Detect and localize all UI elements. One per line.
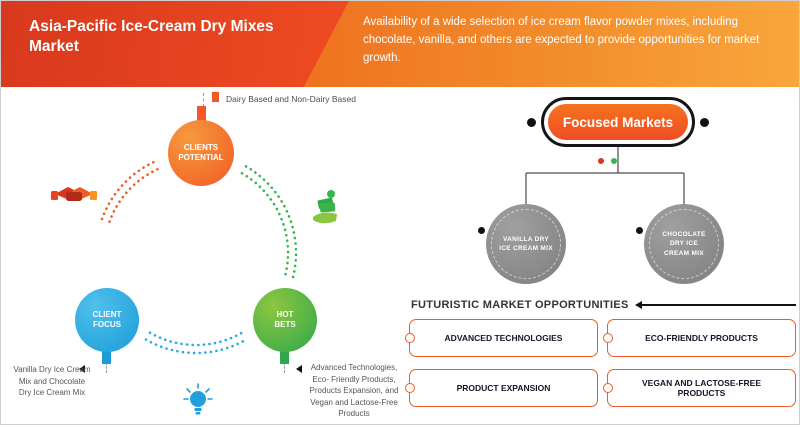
money-hand-icon <box>313 190 337 224</box>
card-label: ADVANCED TECHNOLOGIES <box>444 333 563 343</box>
ring-end-dot <box>527 118 536 127</box>
callout-client-focus: Vanilla Dry Ice Cream Mix and Chocolate … <box>13 365 91 398</box>
dashed-leader <box>203 93 204 107</box>
opportunities-grid: ADVANCED TECHNOLOGIES ECO-FRIENDLY PRODU… <box>409 319 796 407</box>
page-title: Asia-Pacific Ice-Cream Dry Mixes Market <box>29 18 274 56</box>
dashed-leader <box>106 362 107 373</box>
product-circle-chocolate: CHOCOLATE DRY ICE CREAM MIX <box>644 204 724 284</box>
product-label: CHOCOLATE DRY ICE CREAM MIX <box>662 231 706 257</box>
node-label: CLIENT FOCUS <box>92 310 122 329</box>
opportunities-header: FUTURISTIC MARKET OPPORTUNITIES <box>411 297 796 313</box>
callout-hot-bets: Advanced Technologies, Eco- Friendly Pro… <box>309 363 399 419</box>
node-client-focus: CLIENT FOCUS <box>75 288 139 352</box>
callout-clients-potential: Dairy Based and Non-Dairy Based <box>226 94 356 104</box>
opportunity-card-vegan-lactose-free: VEGAN AND LACTOSE-FREE PRODUCTS <box>607 369 796 407</box>
connector-dot <box>636 227 643 234</box>
lightbulb-icon <box>183 383 213 415</box>
focused-markets-ring: Focused Markets <box>541 97 695 147</box>
cycle-arcs <box>100 160 298 355</box>
ring-end-dot <box>700 118 709 127</box>
arrow-left-line-icon <box>634 301 796 309</box>
node-label: HOT BETS <box>274 310 296 329</box>
callout-marker <box>212 92 219 102</box>
opportunity-card-advanced-technologies: ADVANCED TECHNOLOGIES <box>409 319 598 357</box>
node-label: CLIENTS POTENTIAL <box>178 143 224 162</box>
card-label: PRODUCT EXPANSION <box>456 383 551 393</box>
header: Asia-Pacific Ice-Cream Dry Mixes Market … <box>1 1 799 87</box>
node-tab <box>197 106 206 122</box>
opportunities-heading: FUTURISTIC MARKET OPPORTUNITIES <box>411 299 629 311</box>
node-clients-potential: CLIENTS POTENTIAL <box>168 120 234 186</box>
node-tab <box>280 348 289 364</box>
arrow-left-icon <box>296 365 302 373</box>
product-label: VANILLA DRY ICE CREAM MIX <box>499 235 553 252</box>
node-hot-bets: HOT BETS <box>253 288 317 352</box>
opportunity-card-eco-friendly-products: ECO-FRIENDLY PRODUCTS <box>607 319 796 357</box>
handshake-icon <box>51 187 97 201</box>
dashed-leader <box>284 362 285 373</box>
focused-markets-pill: Focused Markets <box>548 104 688 140</box>
header-subtitle: Availability of a wide selection of ice … <box>363 16 760 64</box>
header-title-panel <box>1 1 349 87</box>
node-tab <box>102 348 111 364</box>
card-label: VEGAN AND LACTOSE-FREE PRODUCTS <box>641 378 761 398</box>
opportunity-card-product-expansion: PRODUCT EXPANSION <box>409 369 598 407</box>
product-circle-vanilla: VANILLA DRY ICE CREAM MIX <box>486 204 566 284</box>
arrow-left-icon <box>79 365 85 373</box>
focused-markets-title: Focused Markets <box>562 114 674 130</box>
focused-markets-connector <box>525 147 685 204</box>
connector-dot <box>478 227 485 234</box>
card-label: ECO-FRIENDLY PRODUCTS <box>645 333 758 343</box>
